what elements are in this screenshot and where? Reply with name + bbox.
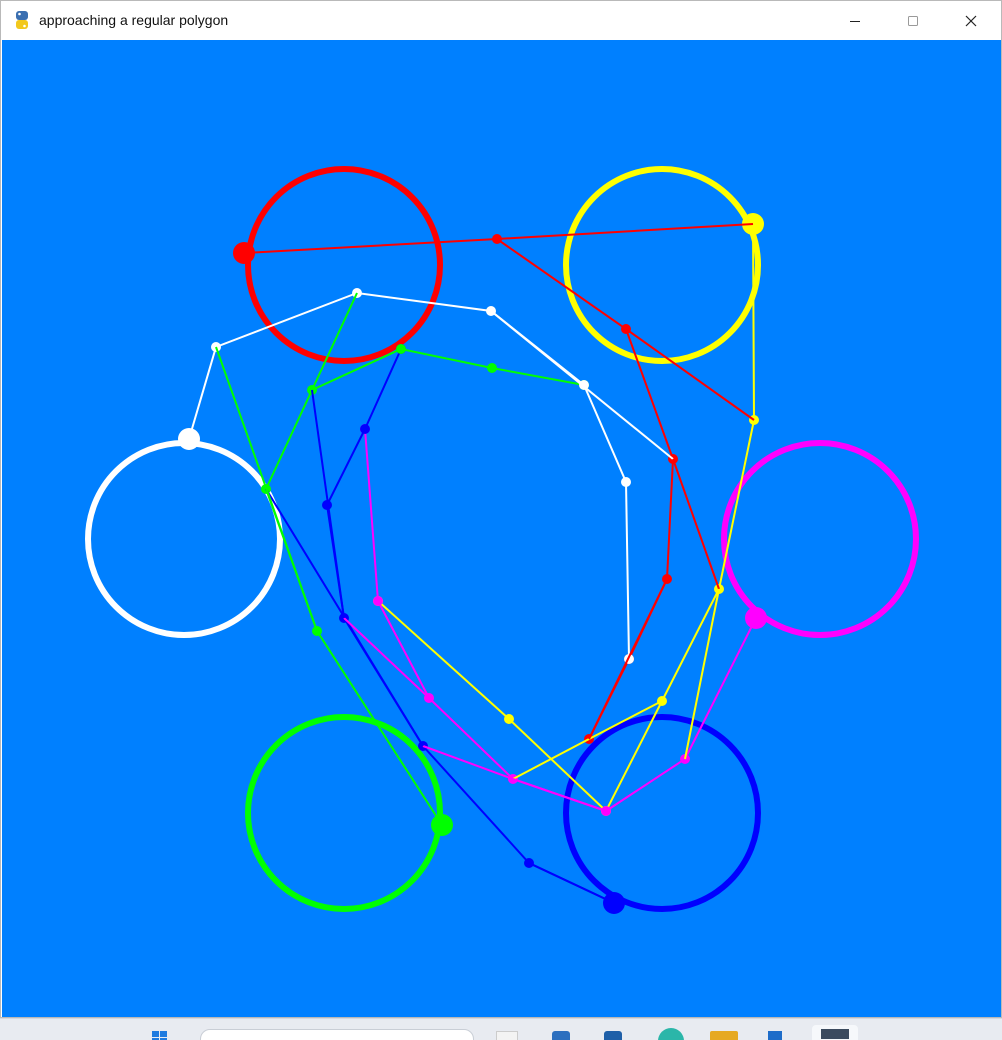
search-box[interactable] bbox=[200, 1029, 474, 1040]
taskbar bbox=[0, 1018, 1002, 1040]
title-bar[interactable]: approaching a regular polygon bbox=[1, 1, 1001, 40]
magenta-polygon-vertex bbox=[745, 607, 767, 629]
monitor-icon[interactable] bbox=[812, 1025, 858, 1040]
green-polygon-vertex bbox=[396, 344, 406, 354]
green-polygon-edges bbox=[264, 347, 585, 826]
green-ring bbox=[245, 714, 443, 912]
connector-edge bbox=[311, 389, 345, 619]
blue-polygon-vertex bbox=[360, 424, 370, 434]
file-icon[interactable] bbox=[496, 1031, 518, 1040]
minimize-button[interactable] bbox=[826, 1, 884, 40]
window-title: approaching a regular polygon bbox=[39, 12, 229, 28]
python-icon bbox=[16, 11, 28, 29]
magenta-polygon-vertex bbox=[373, 596, 383, 606]
folder-icon[interactable] bbox=[710, 1031, 738, 1040]
green-polygon-vertex bbox=[487, 363, 497, 373]
red-polygon-vertex bbox=[233, 242, 255, 264]
minimize-icon bbox=[850, 20, 860, 22]
connector-edge bbox=[512, 738, 590, 780]
connector-edge bbox=[625, 328, 755, 421]
connector-edge bbox=[311, 292, 358, 391]
app-icon[interactable] bbox=[768, 1031, 782, 1040]
white-polygon-vertex bbox=[621, 477, 631, 487]
yellow-ring bbox=[563, 166, 761, 364]
close-button[interactable] bbox=[942, 1, 1000, 40]
connector-edge bbox=[588, 700, 663, 740]
windows-start-icon[interactable] bbox=[152, 1031, 168, 1040]
browser-icon[interactable] bbox=[658, 1028, 684, 1040]
white-polygon-vertex bbox=[178, 428, 200, 450]
polygon-scene bbox=[85, 166, 919, 914]
connector-edge bbox=[490, 310, 674, 460]
white-ring bbox=[85, 440, 283, 638]
connector-edge bbox=[528, 862, 615, 904]
app-icon[interactable] bbox=[604, 1031, 622, 1040]
green-polygon-vertex bbox=[431, 814, 453, 836]
red-polygon-edges bbox=[243, 237, 675, 740]
connector-edge bbox=[343, 617, 430, 699]
connector-edge bbox=[684, 588, 720, 760]
connector-edge bbox=[588, 578, 668, 740]
connector-edge bbox=[512, 778, 607, 812]
red-ring bbox=[245, 166, 443, 364]
blue-ring bbox=[563, 714, 761, 912]
drawing-canvas bbox=[2, 40, 1001, 1017]
close-icon bbox=[965, 15, 977, 26]
app-window: approaching a regular polygon bbox=[0, 0, 1002, 1018]
magenta-ring bbox=[721, 440, 919, 638]
connector-edge bbox=[215, 346, 318, 632]
maximize-icon bbox=[908, 15, 918, 26]
blue-polygon-edges bbox=[325, 348, 615, 904]
yellow-polygon-vertex bbox=[504, 714, 514, 724]
connector-edge bbox=[422, 745, 514, 780]
connector-edge bbox=[496, 223, 754, 240]
connector-edge bbox=[672, 458, 720, 590]
app-icon[interactable] bbox=[552, 1031, 570, 1040]
maximize-button[interactable] bbox=[884, 1, 942, 40]
